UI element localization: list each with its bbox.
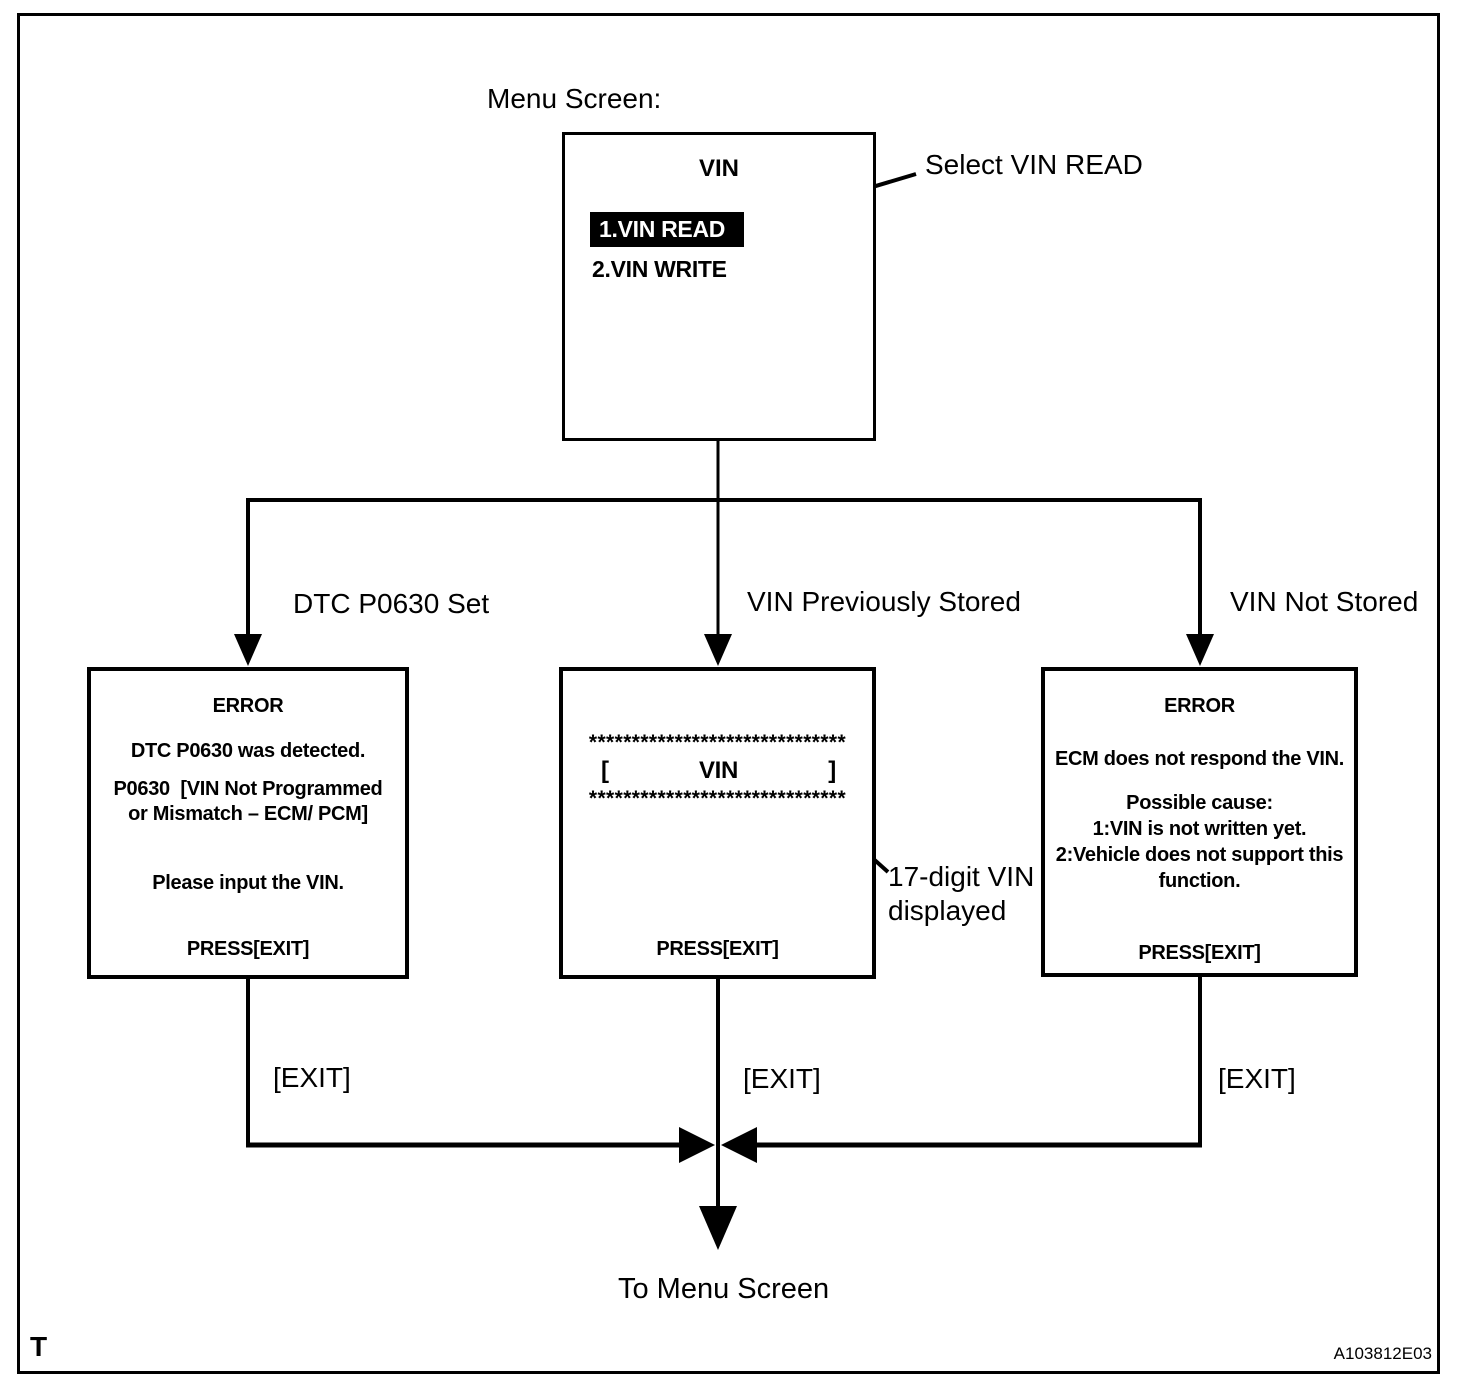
ecm-error-screen: ERROR ECM does not respond the VIN. Poss… [1041,667,1358,977]
menu-item-vin-write: 2.VIN WRITE [592,256,727,282]
bracket-open: [ [601,757,609,784]
ecm-error-line: 1:VIN is not written yet. [1092,818,1307,840]
arrowhead-merge-left [679,1127,715,1163]
dtc-error-footer: PRESS[EXIT] [186,938,310,960]
vin-display-footer: PRESS[EXIT] [656,938,779,960]
figure-code: A103812E03 [1333,1344,1432,1363]
branch-label-vin-not-stored: VIN Not Stored [1230,586,1419,617]
menu-screen-label: Menu Screen: [487,83,662,114]
arrowhead-branch-left [234,634,262,666]
ecm-error-line: ECM does not respond the VIN. [1054,748,1345,770]
ecm-error-line: function. [1158,870,1241,892]
page-border [17,13,1440,1374]
vin-digits-callout: 17-digit VIN displayed [888,861,1035,926]
dtc-error-line: DTC P0630 was detected. [130,740,366,762]
dtc-error-title: ERROR [212,695,284,717]
menu-item-vin-read: 1.VIN READ [590,212,744,247]
dtc-error-line: Please input the VIN. [152,872,344,894]
vin-bracket-row: [ VIN ] [563,755,872,787]
dtc-error-screen: ERROR DTC P0630 was detected. P0630 [VIN… [87,667,409,979]
exit-label-left: [EXIT] [273,1062,351,1093]
arrowhead-merge-right [721,1127,757,1163]
ecm-error-title: ERROR [1164,695,1235,717]
dtc-error-line: or Mismatch – ECM/ PCM] [128,803,368,825]
select-vin-read-callout: Select VIN READ [925,149,1143,180]
arrowhead-branch-right [1186,634,1214,666]
ecm-error-line: 2:Vehicle does not support this [1055,844,1344,866]
branch-label-dtc-set: DTC P0630 Set [293,588,490,619]
arrowhead-to-menu [699,1206,737,1250]
exit-label-center: [EXIT] [743,1063,821,1094]
bracket-close: ] [828,757,836,784]
to-menu-screen-label: To Menu Screen [618,1273,830,1305]
arrowhead-branch-center [704,634,732,666]
vin-display-screen: ****************************** [ VIN ] *… [559,667,876,979]
menu-screen-title: VIN [698,155,739,182]
asterisk-row-top: ****************************** [588,731,847,754]
dtc-error-line: P0630 [VIN Not Programmed [113,778,383,800]
branch-label-vin-stored: VIN Previously Stored [747,586,1021,617]
ecm-error-line: Possible cause: [1126,792,1273,814]
menu-screen-box: VIN 1.VIN READ 2.VIN WRITE [562,132,876,441]
asterisk-row-bottom: ****************************** [588,787,847,810]
ecm-error-footer: PRESS[EXIT] [1138,942,1261,964]
corner-letter: T [30,1331,48,1362]
vin-field-label: VIN [698,757,739,784]
exit-label-right: [EXIT] [1218,1063,1296,1094]
